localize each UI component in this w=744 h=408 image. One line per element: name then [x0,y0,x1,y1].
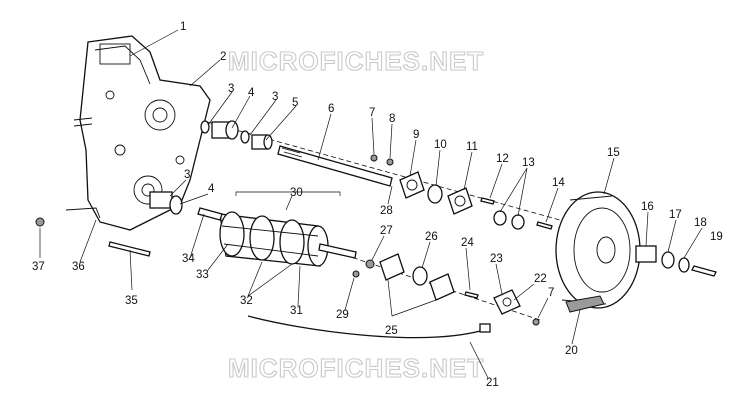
bolt-35 [108,241,151,257]
screw-29 [352,270,360,278]
key-14 [536,221,553,230]
lower-seal-bearing [149,191,183,215]
bearing-flange-11 [447,187,473,215]
callout-9: 9 [413,129,419,141]
callout-32: 32 [240,295,253,307]
cable-21 [247,315,485,339]
flange-25b [429,273,455,301]
shim-13a [493,210,507,226]
callout-13: 13 [522,157,535,169]
leader-lines [39,29,703,379]
spacer-16 [635,245,657,263]
callout-28: 28 [380,205,393,217]
gear-cluster [219,211,329,267]
callout-34: 34 [182,253,195,265]
callout-17: 17 [669,209,682,221]
callout-33: 33 [196,269,209,281]
callout-2: 2 [220,51,226,63]
assembly-axis-upper [199,119,561,221]
washer-17 [661,251,675,269]
washer-18 [678,257,690,273]
bearing-flange-9 [399,171,425,199]
callout-18: 18 [694,217,707,229]
bolt-12 [480,197,495,205]
callout-4-lower: 4 [208,183,215,195]
callout-14: 14 [552,177,565,189]
callout-5: 5 [292,97,298,109]
bearing-cover-23 [493,289,521,315]
driven-shaft [277,145,393,187]
washer-8 [386,158,394,166]
callout-8: 8 [389,113,395,125]
callout-6: 6 [328,103,334,115]
watermark-top: MICROFICHES.NET [228,46,484,76]
bearing-10 [427,184,443,204]
callout-25: 25 [385,325,398,337]
upper-seal-bearing [200,120,273,150]
pin-36 [65,207,101,219]
flange-25a [379,253,405,281]
callout-21: 21 [486,377,499,389]
screw-7 [370,154,378,162]
key-24 [464,291,479,299]
driven-clutch [555,191,641,309]
callout-7-lower: 7 [548,287,554,299]
nut-37 [35,217,45,227]
nut-27 [365,259,375,269]
callout-30: 30 [290,187,303,199]
chaincase-housing [73,35,211,231]
callout-labels: 1 2 3 4 3 5 6 7 8 9 10 11 12 13 14 15 16… [32,21,723,389]
callout-35: 35 [125,295,138,307]
callout-29: 29 [336,309,349,321]
bolt-19 [691,265,717,277]
callout-19: 19 [710,231,723,243]
callout-1: 1 [180,21,186,33]
screw-7-lower [532,318,540,326]
callout-15: 15 [607,147,620,159]
callout-20: 20 [565,345,578,357]
callout-36: 36 [72,261,85,273]
callout-37: 37 [32,261,45,273]
callout-26: 26 [425,231,438,243]
callout-10: 10 [434,139,447,151]
bearing-26 [412,266,428,286]
watermark-bottom: MICROFICHES.NET [228,353,484,383]
callout-3: 3 [228,83,234,95]
callout-7: 7 [369,107,375,119]
countershaft-33 [197,207,223,221]
callout-27: 27 [380,225,393,237]
callout-23: 23 [490,253,503,265]
shim-13b [511,214,525,230]
callout-3-lower: 3 [184,169,190,181]
callout-22: 22 [534,273,547,285]
callout-16: 16 [641,201,654,213]
drive-belt-20 [565,295,605,313]
callout-11: 11 [466,141,478,153]
callout-3b: 3 [272,91,278,103]
callout-12: 12 [496,153,509,165]
callout-4: 4 [248,87,255,99]
callout-31: 31 [290,305,303,317]
output-shaft-31 [318,243,357,259]
callout-24: 24 [461,237,474,249]
